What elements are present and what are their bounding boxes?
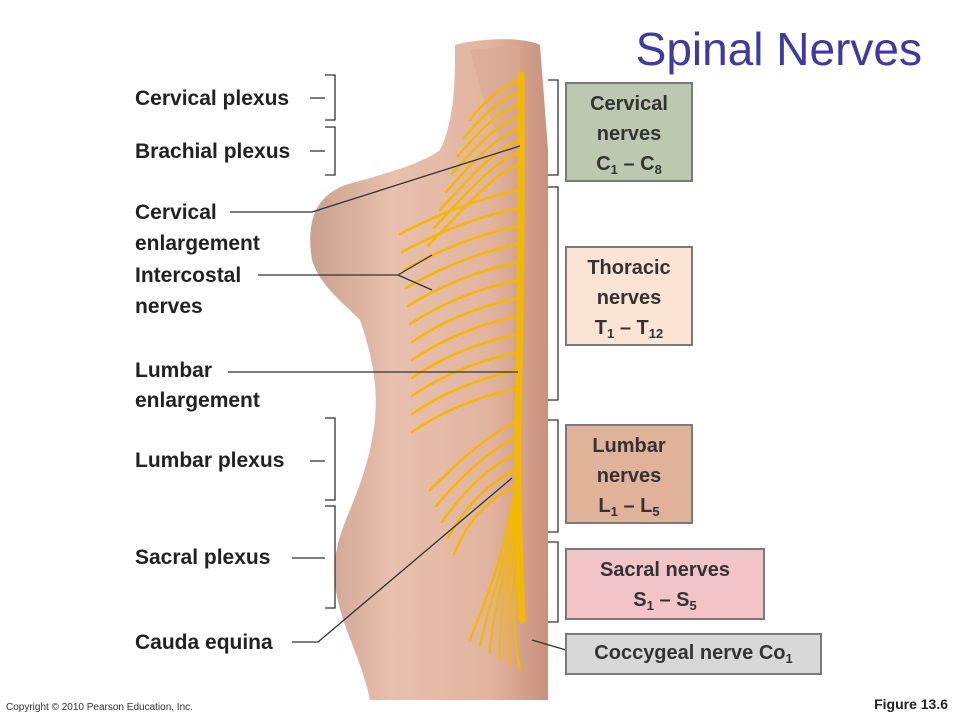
cervical-branch xyxy=(468,78,522,122)
cervical-box-line1: Cervical xyxy=(590,93,668,115)
label-brachial-plexus: Brachial plexus xyxy=(135,140,291,163)
nerve-branches xyxy=(398,78,522,672)
leader-cervical-enlargement xyxy=(230,145,521,213)
cervical-branch xyxy=(462,90,522,140)
intercostal-branch xyxy=(404,242,521,290)
figure-label: Figure 13.6 xyxy=(874,696,948,712)
copyright-text: Copyright © 2010 Pearson Education, Inc. xyxy=(6,702,193,713)
cauda-strand xyxy=(488,484,520,654)
neck-shadow xyxy=(470,45,520,140)
thoracic-box-line1: Thoracic xyxy=(587,257,671,279)
lumbar-branch xyxy=(440,450,520,524)
cervical-box-line2: nerves xyxy=(596,123,662,145)
label-lumbar-enlargement-line2: enlargement xyxy=(135,389,260,412)
lumbar-plexus-bracket xyxy=(325,417,336,501)
intercostal-branch xyxy=(398,188,521,236)
intercostal-branch xyxy=(406,260,521,308)
cauda-strand xyxy=(468,468,520,642)
label-cauda-equina: Cauda equina xyxy=(135,631,273,654)
lumbar-box-line2: nerves xyxy=(596,465,662,487)
cervical-nerves-bracket xyxy=(548,79,559,176)
leader-lines xyxy=(228,97,567,651)
cervical-nerves-box: Cervical nerves C1 – C8 xyxy=(565,82,693,182)
lumbar-box-range: L1 – L5 xyxy=(598,495,660,519)
cauda-strand xyxy=(478,476,520,648)
label-intercostal-line1: Intercostal xyxy=(135,264,242,287)
intercostal-branch xyxy=(410,386,521,434)
label-sacral-plexus: Sacral plexus xyxy=(135,546,271,569)
label-intercostal-line2: nerves xyxy=(135,295,203,318)
thoracic-box-line2: nerves xyxy=(596,287,662,309)
cervical-branch xyxy=(426,162,522,248)
cervical-branch xyxy=(438,138,522,212)
back-silhouette xyxy=(310,39,548,700)
intercostal-branch xyxy=(410,332,521,380)
thoracic-nerves-bracket xyxy=(548,186,559,401)
sacral-box-range: S1 – S5 xyxy=(633,589,697,613)
lumbar-branch xyxy=(434,434,520,508)
thoracic-nerves-box: Thoracic nerves T1 – T12 xyxy=(565,246,693,346)
label-cervical-enlargement-line1: Cervical xyxy=(135,201,217,224)
thoracic-box-range: T1 – T12 xyxy=(594,317,664,341)
label-cervical-enlargement-line2: enlargement xyxy=(135,232,260,255)
page-title: Spinal Nerves xyxy=(635,23,922,75)
label-lumbar-enlargement-line1: Lumbar xyxy=(135,359,213,382)
intercostal-branch xyxy=(410,350,521,398)
cervical-branch xyxy=(444,126,522,194)
lumbar-box-line1: Lumbar xyxy=(592,435,666,457)
label-lumbar-plexus: Lumbar plexus xyxy=(135,449,285,472)
brachial-plexus-bracket xyxy=(325,126,336,176)
lumbar-nerves-box: Lumbar nerves L1 – L5 xyxy=(565,424,693,524)
cauda-strand xyxy=(498,492,520,660)
sacral-nerves-bracket xyxy=(548,541,559,623)
intercostal-branch xyxy=(410,296,521,344)
label-cervical-plexus: Cervical plexus xyxy=(135,87,290,110)
sacral-nerves-box: Sacral nerves S1 – S5 xyxy=(565,548,765,620)
coccygeal-box-text: Coccygeal nerve Co xyxy=(594,642,786,664)
coccygeal-box-sub: 1 xyxy=(785,651,793,666)
cervical-box-range: C1 – C8 xyxy=(596,153,662,177)
intercostal-branch xyxy=(400,206,521,254)
intercostal-branch xyxy=(408,278,521,326)
lumbar-branch xyxy=(452,482,520,556)
intercostal-branch xyxy=(410,314,521,362)
sacral-box-line1: Sacral nerves xyxy=(599,559,731,581)
lumbar-branch xyxy=(428,418,520,492)
cervical-plexus-bracket xyxy=(325,74,336,121)
cervical-branch xyxy=(450,114,522,176)
cervical-branch xyxy=(456,102,522,158)
leader-cauda-equina xyxy=(292,477,513,643)
leader-intercostal-b xyxy=(397,274,433,291)
coccygeal-nerve-box: Coccygeal nerve Co1 xyxy=(565,633,822,675)
cauda-strand xyxy=(513,508,522,672)
lumbar-nerves-bracket xyxy=(548,419,559,533)
sacral-plexus-bracket xyxy=(325,505,336,609)
leader-coccygeal xyxy=(531,639,567,651)
